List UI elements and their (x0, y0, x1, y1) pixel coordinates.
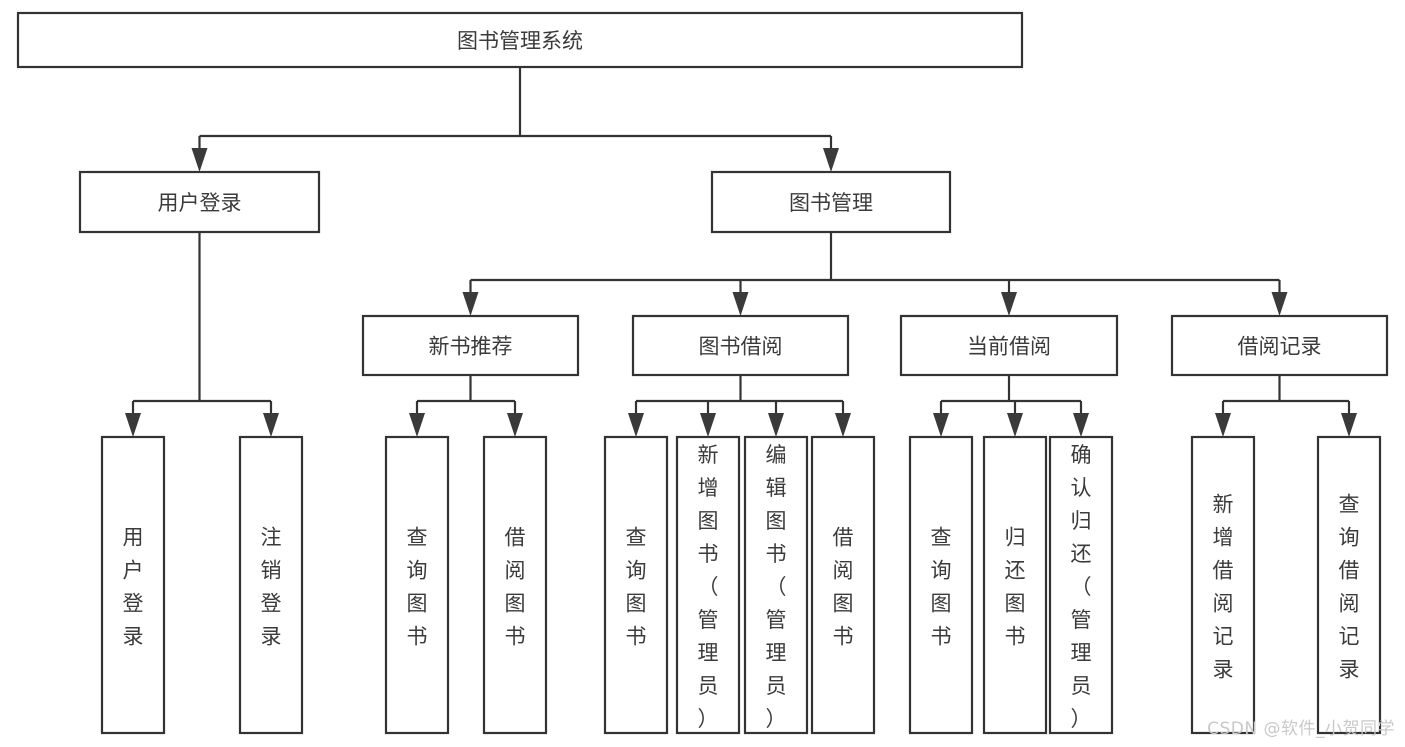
node-leaf-query-book-recommend[interactable]: 查询图书 (384, 435, 450, 735)
node-label-book-manage: 图书管理 (789, 191, 873, 215)
arrow-head-icon (1007, 413, 1023, 437)
node-label-borrow-record: 借阅记录 (1238, 335, 1322, 359)
node-layer: 图书管理系统用户登录图书管理新书推荐图书借阅当前借阅借阅记录用户登录注销登录查询… (16, 11, 1389, 735)
arrow-head-icon (125, 413, 141, 437)
arrow-head-icon (263, 413, 279, 437)
node-box-leaf-query-book-recommend[interactable] (384, 435, 450, 735)
node-box-leaf-add-borrow-record[interactable] (1190, 435, 1256, 735)
node-leaf-add-borrow-record[interactable]: 新增借阅记录 (1190, 435, 1256, 735)
node-box-root[interactable] (16, 11, 1024, 69)
arrow-head-icon (768, 413, 784, 437)
node-label-leaf-edit-book: 编辑图书（管理员） (766, 443, 787, 731)
node-label-leaf-borrow-book: 借阅图书 (833, 526, 854, 649)
arrow-head-icon (1271, 292, 1288, 316)
connector-layer (125, 67, 1357, 437)
node-root[interactable]: 图书管理系统 (16, 11, 1024, 69)
node-label-current-borrow: 当前借阅 (967, 335, 1051, 359)
node-label-leaf-confirm-return: 确认归还（管理员） (1071, 443, 1092, 731)
node-leaf-edit-book[interactable]: 编辑图书（管理员） (743, 435, 809, 735)
node-box-leaf-query-borrow-record[interactable] (1316, 435, 1382, 735)
node-label-root: 图书管理系统 (457, 29, 583, 53)
arrow-head-icon (628, 413, 644, 437)
node-label-leaf-add-book: 新增图书（管理员） (698, 443, 719, 731)
csdn-watermark: CSDN @软件_小贺同学 (1207, 719, 1395, 739)
arrow-head-icon (507, 413, 523, 437)
node-leaf-add-book[interactable]: 新增图书（管理员） (675, 435, 741, 735)
node-leaf-query-book-current[interactable]: 查询图书 (908, 435, 974, 735)
node-user-login[interactable]: 用户登录 (78, 170, 321, 234)
node-label-leaf-query-borrow-record: 查询借阅记录 (1339, 493, 1360, 682)
arrow-head-icon (1215, 413, 1231, 437)
node-borrow-record[interactable]: 借阅记录 (1170, 314, 1389, 377)
node-new-book-recommend[interactable]: 新书推荐 (361, 314, 580, 377)
node-leaf-query-borrow-record[interactable]: 查询借阅记录 (1316, 435, 1382, 735)
node-leaf-borrow-book-recommend[interactable]: 借阅图书 (482, 435, 548, 735)
node-label-book-borrow: 图书借阅 (699, 335, 783, 359)
node-label-user-login: 用户登录 (158, 191, 242, 215)
arrow-head-icon (191, 148, 208, 172)
node-box-user-login[interactable] (78, 170, 321, 234)
node-box-book-borrow[interactable] (631, 314, 850, 377)
node-label-leaf-add-borrow-record: 新增借阅记录 (1213, 493, 1234, 682)
node-box-leaf-confirm-return[interactable] (1048, 435, 1114, 735)
node-book-manage[interactable]: 图书管理 (710, 170, 952, 234)
node-current-borrow[interactable]: 当前借阅 (899, 314, 1119, 377)
arrow-head-icon (933, 413, 949, 437)
arrow-head-icon (823, 148, 839, 172)
node-leaf-borrow-book[interactable]: 借阅图书 (810, 435, 876, 735)
node-box-leaf-query-book-current[interactable] (908, 435, 974, 735)
node-box-leaf-logout[interactable] (238, 435, 304, 735)
arrow-head-icon (1341, 413, 1357, 437)
node-box-new-book-recommend[interactable] (361, 314, 580, 377)
node-box-leaf-borrow-book[interactable] (810, 435, 876, 735)
node-box-borrow-record[interactable] (1170, 314, 1389, 377)
node-label-leaf-query-book-borrow: 查询图书 (626, 526, 647, 649)
node-box-leaf-user-login[interactable] (100, 435, 166, 735)
node-box-leaf-edit-book[interactable] (743, 435, 809, 735)
node-leaf-query-book-borrow[interactable]: 查询图书 (603, 435, 669, 735)
node-label-leaf-logout: 注销登录 (261, 526, 282, 649)
node-leaf-return-book[interactable]: 归还图书 (982, 435, 1048, 735)
arrow-head-icon (700, 413, 716, 437)
node-box-leaf-return-book[interactable] (982, 435, 1048, 735)
arrow-head-icon (462, 292, 479, 316)
node-box-leaf-query-book-borrow[interactable] (603, 435, 669, 735)
node-label-new-book-recommend: 新书推荐 (429, 335, 513, 359)
node-label-leaf-query-book-current: 查询图书 (931, 526, 952, 649)
node-box-leaf-borrow-book-recommend[interactable] (482, 435, 548, 735)
arrow-head-icon (732, 292, 749, 316)
arrow-head-icon (1001, 292, 1017, 316)
node-box-leaf-add-book[interactable] (675, 435, 741, 735)
node-box-book-manage[interactable] (710, 170, 952, 234)
node-label-leaf-user-login: 用户登录 (123, 526, 144, 649)
node-box-current-borrow[interactable] (899, 314, 1119, 377)
node-leaf-logout[interactable]: 注销登录 (238, 435, 304, 735)
node-label-leaf-return-book: 归还图书 (1005, 526, 1026, 649)
arrow-head-icon (835, 413, 851, 437)
node-book-borrow[interactable]: 图书借阅 (631, 314, 850, 377)
node-label-leaf-borrow-book-recommend: 借阅图书 (505, 526, 526, 649)
arrow-head-icon (409, 413, 425, 437)
node-label-leaf-query-book-recommend: 查询图书 (407, 526, 428, 649)
node-leaf-user-login[interactable]: 用户登录 (100, 435, 166, 735)
arrow-head-icon (1073, 413, 1089, 437)
node-leaf-confirm-return[interactable]: 确认归还（管理员） (1048, 435, 1114, 735)
